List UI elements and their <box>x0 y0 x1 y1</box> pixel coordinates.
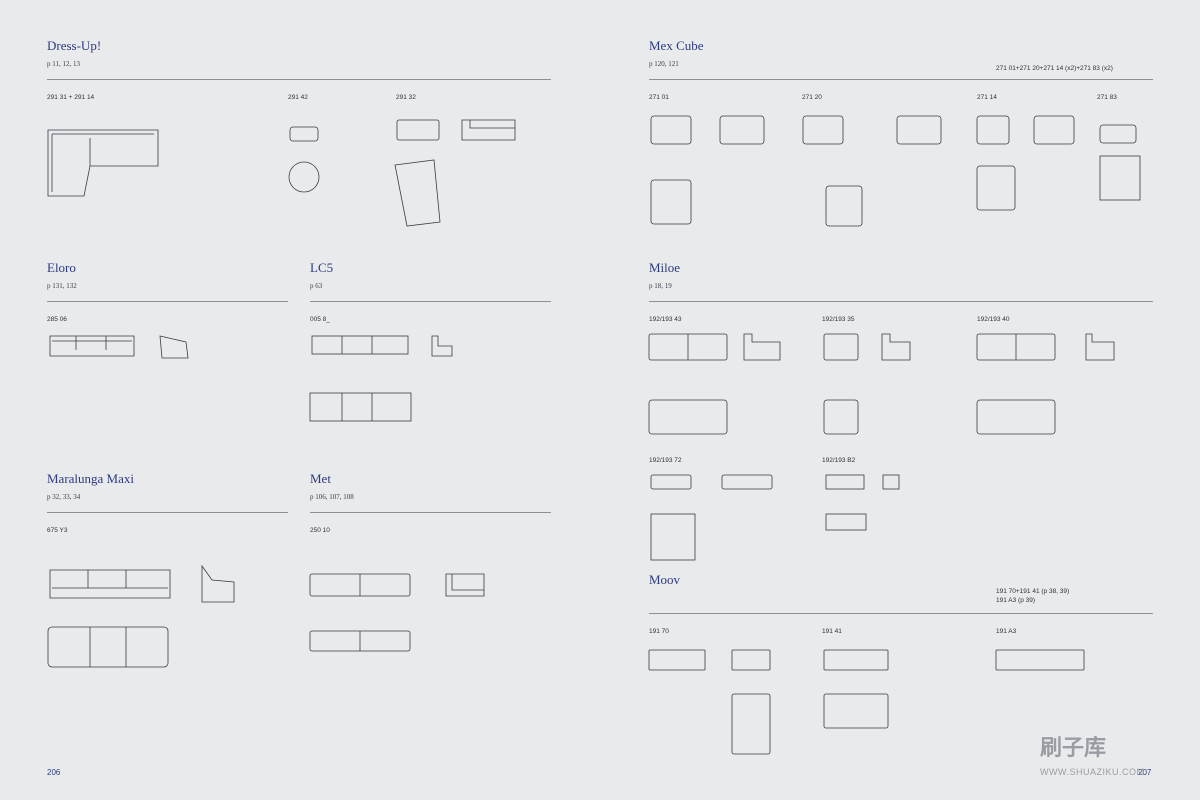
product-code: 271 01 <box>649 94 669 101</box>
product-code: 192/193 40 <box>977 316 1010 323</box>
section-pages-miloe: p 18, 19 <box>649 282 672 290</box>
product-code: 291 42 <box>288 94 308 101</box>
sofa-drawing <box>648 649 1085 755</box>
section-pages-mex-cube: p 120, 121 <box>649 60 679 68</box>
section-rule <box>649 301 1153 302</box>
section-title-moov: Moov <box>649 572 681 587</box>
section-rule <box>310 512 551 513</box>
sofa-drawing <box>47 564 235 668</box>
section-pages-met: p 106, 107, 108 <box>310 493 354 501</box>
sofa-drawing <box>309 573 485 652</box>
watermark-url: WWW.SHUAZIKU.COM <box>1040 767 1145 777</box>
sofa-drawing <box>309 335 453 422</box>
product-code: 192/193 35 <box>822 316 855 323</box>
section-title-maralunga-maxi: Maralunga Maxi <box>47 471 135 486</box>
pouf-drawing <box>288 126 320 193</box>
section-rule <box>649 613 1153 614</box>
product-code: 250 10 <box>310 527 330 534</box>
section-pages-lc5: p 63 <box>310 282 323 290</box>
section-pages-dress-up: p 11, 12, 13 <box>47 60 80 68</box>
section-rule <box>47 301 288 302</box>
section-title-miloe: Miloe <box>649 260 681 275</box>
page-number-right: 207 <box>1138 768 1152 777</box>
watermark: 刷子库 WWW.SHUAZIKU.COM <box>1040 730 1180 792</box>
section-title-eloro: Eloro <box>47 260 76 275</box>
product-code: 192/193 43 <box>649 316 682 323</box>
product-code: 271 20 <box>802 94 822 101</box>
section-pages-maralunga-maxi: p 32, 33, 34 <box>47 493 81 501</box>
section-title-met: Met <box>310 471 331 486</box>
section-rule <box>47 512 288 513</box>
product-code: 191 A3 <box>996 628 1017 635</box>
sofa-drawing <box>47 129 159 197</box>
composition-note: 191 A3 (p 39) <box>996 597 1036 604</box>
product-code: 285 06 <box>47 316 67 323</box>
section-pages-eloro: p 131, 132 <box>47 282 77 290</box>
product-code: 191 70 <box>649 628 669 635</box>
product-code: 271 14 <box>977 94 997 101</box>
section-rule <box>47 79 551 80</box>
composition-note: 271 01+271 20+271 14 (x2)+271 83 (x2) <box>996 65 1113 72</box>
watermark-brand: 刷子库 <box>1040 736 1107 761</box>
product-code: 291 31 + 291 14 <box>47 94 95 101</box>
section-rule <box>310 301 551 302</box>
product-code: 005 8_ <box>310 316 330 323</box>
page-number-left: 206 <box>47 768 61 777</box>
product-code: 192/193 72 <box>649 457 682 464</box>
chaise-drawing <box>394 119 516 227</box>
product-code: 675 Y3 <box>47 527 68 534</box>
section-title-lc5: LC5 <box>310 260 334 275</box>
sofa-drawing <box>49 335 189 359</box>
product-code: 271 83 <box>1097 94 1117 101</box>
section-title-dress-up: Dress-Up! <box>47 38 102 53</box>
section-title-mex-cube: Mex Cube <box>649 38 704 53</box>
product-code: 291 32 <box>396 94 416 101</box>
sofa-drawing <box>648 333 1115 561</box>
module-drawing <box>650 115 1141 227</box>
section-rule <box>649 79 1153 80</box>
product-code: 192/193 B2 <box>822 457 856 464</box>
composition-note: 191 70+191 41 (p 38, 39) <box>996 588 1070 595</box>
product-code: 191 41 <box>822 628 842 635</box>
